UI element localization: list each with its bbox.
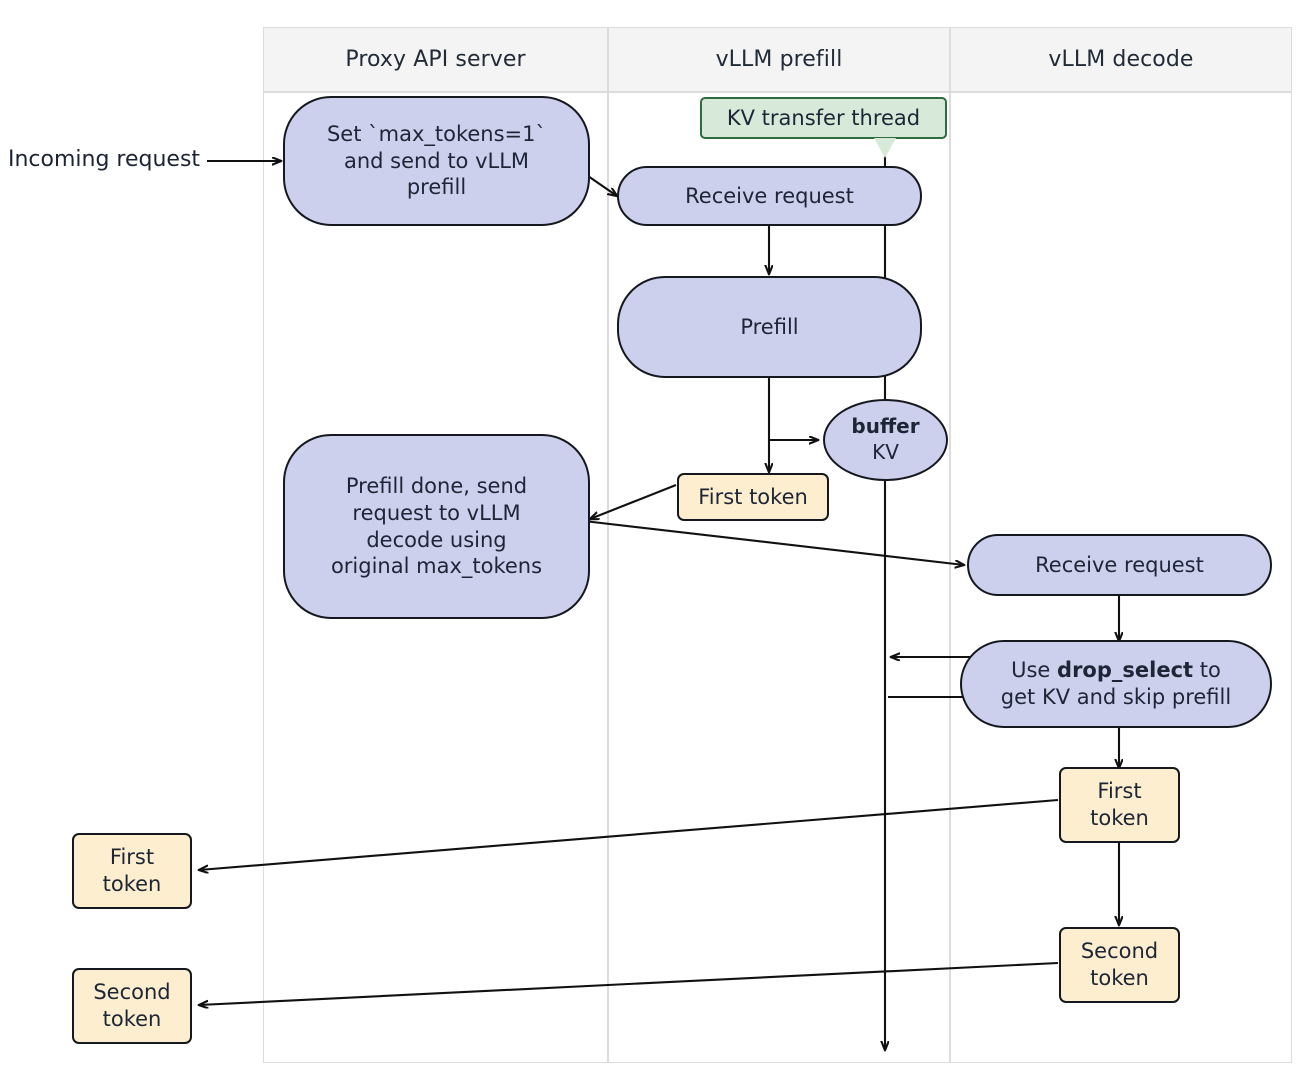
node-decode-second-token[interactable]: Second token bbox=[1059, 927, 1180, 1003]
lane-header-decode: vLLM decode bbox=[950, 27, 1292, 92]
note-kv-transfer-thread-tail bbox=[874, 138, 896, 158]
node-drop-select-line2: get KV and skip prefill bbox=[1000, 685, 1232, 709]
node-prefill-receive-request[interactable]: Receive request bbox=[617, 166, 922, 226]
node-prefill-done-line2: request to vLLM bbox=[352, 500, 521, 525]
lane-header-proxy: Proxy API server bbox=[263, 27, 608, 92]
node-set-max-tokens[interactable]: Set `max_tokens=1` and send to vLLM pref… bbox=[283, 96, 590, 226]
node-decode-second-token-line2: token bbox=[1090, 966, 1149, 990]
node-prefill-first-token[interactable]: First token bbox=[677, 473, 829, 521]
node-drop-select-line1-pre: Use bbox=[1011, 658, 1058, 683]
node-prefill[interactable]: Prefill bbox=[617, 276, 922, 378]
node-prefill-first-token-label: First token bbox=[698, 484, 808, 509]
node-proxy-second-token-line1: Second bbox=[93, 980, 171, 1005]
node-decode-receive-request-label: Receive request bbox=[1035, 552, 1204, 577]
lane-header-prefill-label: vLLM prefill bbox=[715, 47, 843, 72]
node-decode-first-token[interactable]: First token bbox=[1059, 767, 1180, 843]
node-prefill-done-line1: Prefill done, send bbox=[345, 473, 528, 498]
node-decode-second-token-line1: Second bbox=[1080, 939, 1159, 964]
node-drop-select-line1: Use drop_select to bbox=[1001, 657, 1231, 684]
lane-header-prefill: vLLM prefill bbox=[608, 27, 950, 92]
node-proxy-second-token[interactable]: Second token bbox=[72, 968, 192, 1044]
node-drop-select-line1-post: to bbox=[1193, 658, 1221, 683]
node-decode-first-token-line2: token bbox=[1090, 806, 1149, 830]
node-drop-select-line1-bold: drop_select bbox=[1057, 658, 1194, 683]
node-prefill-done[interactable]: Prefill done, send request to vLLM decod… bbox=[283, 434, 590, 619]
note-kv-transfer-thread[interactable]: KV transfer thread bbox=[700, 97, 947, 139]
node-prefill-label: Prefill bbox=[740, 314, 799, 339]
node-drop-select[interactable]: Use drop_select to get KV and skip prefi… bbox=[960, 640, 1272, 728]
incoming-request-label: Incoming request bbox=[8, 147, 201, 172]
node-buffer-kv[interactable]: buffer KV bbox=[823, 399, 948, 481]
lane-header-decode-label: vLLM decode bbox=[1048, 47, 1194, 72]
lane-body-proxy bbox=[263, 92, 608, 1063]
node-prefill-receive-request-label: Receive request bbox=[685, 183, 854, 208]
node-set-max-tokens-line1: Set `max_tokens=1` bbox=[326, 121, 547, 146]
node-set-max-tokens-line3: prefill bbox=[406, 175, 467, 200]
lane-body-decode bbox=[950, 92, 1292, 1063]
lane-body-prefill bbox=[608, 92, 950, 1063]
node-proxy-second-token-line2: token bbox=[102, 1007, 162, 1031]
node-prefill-done-line4: original max_tokens bbox=[330, 554, 543, 579]
node-proxy-first-token-line2: token bbox=[102, 872, 162, 896]
node-buffer-kv-title: buffer bbox=[851, 414, 920, 439]
node-decode-first-token-line1: First bbox=[1097, 779, 1142, 804]
node-prefill-done-line3: decode using bbox=[366, 527, 507, 552]
node-proxy-first-token[interactable]: First token bbox=[72, 833, 192, 909]
note-kv-transfer-thread-label: KV transfer thread bbox=[726, 105, 921, 130]
node-buffer-kv-subtitle: KV bbox=[872, 440, 899, 464]
node-proxy-first-token-line1: First bbox=[109, 845, 155, 870]
node-set-max-tokens-line2: and send to vLLM bbox=[343, 148, 530, 173]
node-decode-receive-request[interactable]: Receive request bbox=[967, 534, 1272, 596]
lane-header-proxy-label: Proxy API server bbox=[345, 47, 526, 72]
